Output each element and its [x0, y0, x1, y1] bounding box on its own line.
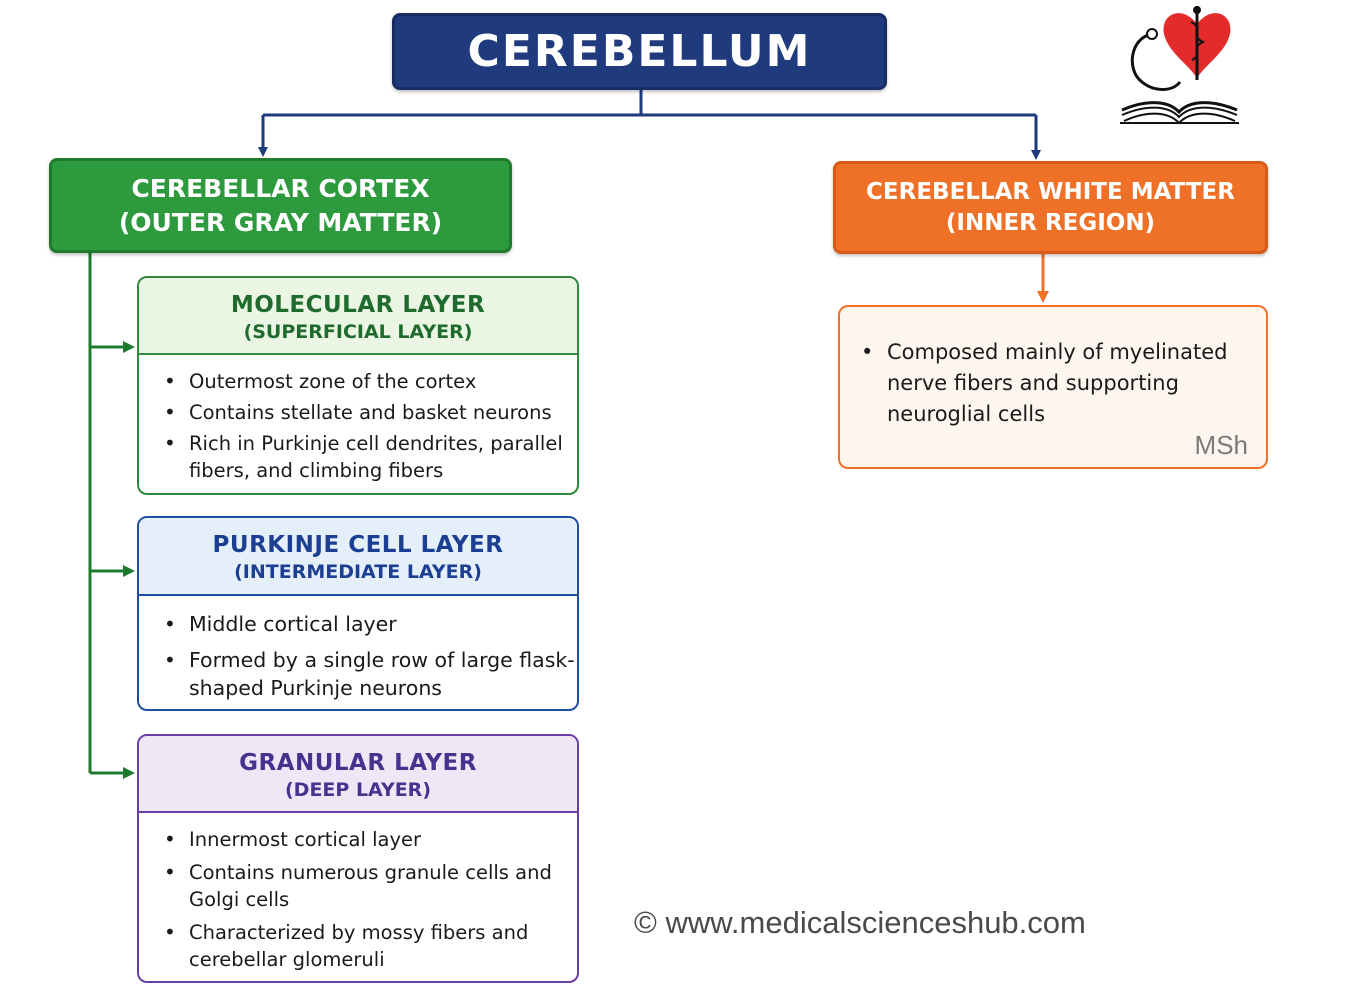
white-matter-subtitle: (INNER REGION): [945, 209, 1156, 236]
granular-layer-card: GRANULAR LAYER (DEEP LAYER) Innermost co…: [137, 734, 579, 983]
white-matter-points: Composed mainly of myelinated nerve fibe…: [840, 307, 1266, 430]
purkinje-layer-subtitle: (INTERMEDIATE LAYER): [234, 561, 482, 583]
purkinje-layer-header: PURKINJE CELL LAYER (INTERMEDIATE LAYER): [139, 518, 577, 596]
white-matter-title: CEREBELLAR WHITE MATTER: [866, 178, 1235, 205]
molecular-layer-subtitle: (SUPERFICIAL LAYER): [243, 321, 473, 343]
cortex-node: CEREBELLAR CORTEX (OUTER GRAY MATTER): [49, 158, 512, 253]
molecular-layer-header: MOLECULAR LAYER (SUPERFICIAL LAYER): [139, 278, 577, 355]
purkinje-layer-title: PURKINJE CELL LAYER: [212, 532, 504, 558]
granular-layer-points: Innermost cortical layer Contains numero…: [139, 813, 577, 973]
list-item: Outermost zone of the cortex: [164, 368, 577, 395]
list-item: Middle cortical layer: [164, 610, 577, 638]
list-item: Contains numerous granule cells and Golg…: [164, 859, 577, 913]
root-node: CEREBELLUM: [392, 13, 887, 90]
granular-layer-subtitle: (DEEP LAYER): [285, 779, 431, 801]
granular-layer-title: GRANULAR LAYER: [239, 750, 477, 776]
copyright-text: © www.medicalscienceshub.com: [634, 905, 1086, 940]
list-item: Characterized by mossy fibers and cerebe…: [164, 919, 577, 973]
cortex-title: CEREBELLAR CORTEX: [131, 173, 430, 203]
molecular-layer-card: MOLECULAR LAYER (SUPERFICIAL LAYER) Oute…: [137, 276, 579, 495]
list-item: Formed by a single row of large flask-sh…: [164, 646, 577, 702]
list-item: Innermost cortical layer: [164, 826, 577, 853]
cortex-branch-lines: [88, 253, 135, 779]
list-item: Rich in Purkinje cell dendrites, paralle…: [164, 430, 577, 484]
granular-layer-header: GRANULAR LAYER (DEEP LAYER): [139, 736, 577, 813]
root-title: CEREBELLUM: [467, 26, 812, 77]
molecular-layer-points: Outermost zone of the cortex Contains st…: [139, 355, 577, 484]
white-matter-card: Composed mainly of myelinated nerve fibe…: [838, 305, 1268, 469]
purkinje-layer-card: PURKINJE CELL LAYER (INTERMEDIATE LAYER)…: [137, 516, 579, 711]
heart-stethoscope-book-icon: [1120, 6, 1239, 125]
white-matter-node: CEREBELLAR WHITE MATTER (INNER REGION): [833, 161, 1268, 254]
author-tag: MSh: [1194, 430, 1248, 460]
cortex-subtitle: (OUTER GRAY MATTER): [118, 207, 443, 237]
molecular-layer-title: MOLECULAR LAYER: [230, 292, 486, 318]
root-branch-lines: [258, 90, 1041, 160]
list-item: Contains stellate and basket neurons: [164, 399, 577, 426]
list-item: Composed mainly of myelinated nerve fibe…: [861, 337, 1246, 430]
purkinje-layer-points: Middle cortical layer Formed by a single…: [139, 596, 577, 702]
